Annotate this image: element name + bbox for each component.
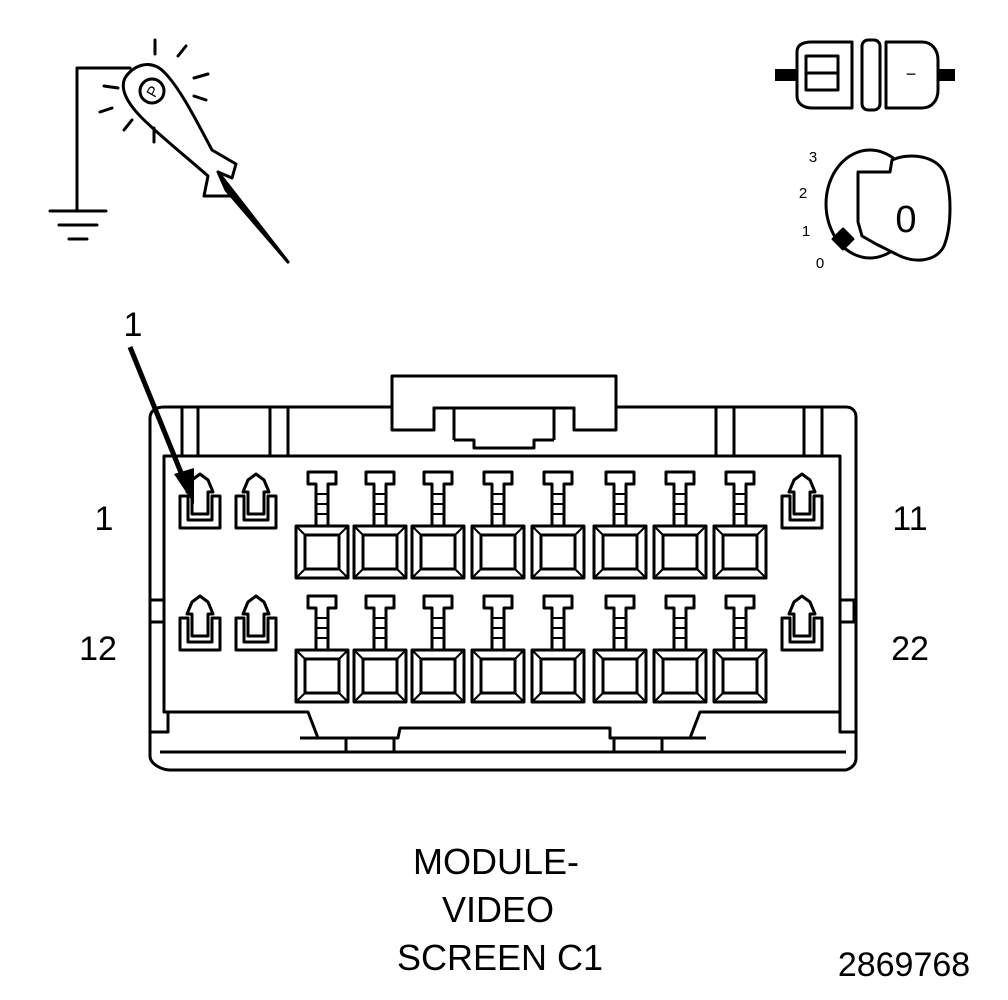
terminal-cavity-2 <box>234 472 278 530</box>
caption-line-3: SCREEN C1 <box>397 937 603 978</box>
test-probe-icon <box>48 38 290 264</box>
ignition-position-3: 3 <box>809 149 817 166</box>
connector-terminals <box>178 470 824 704</box>
battery-terminal-label: − <box>906 64 917 84</box>
terminal-cavity-10 <box>712 470 768 580</box>
terminal-cavity-3 <box>294 470 350 580</box>
pin-label-1: 1 <box>95 500 114 538</box>
ignition-position-2: 2 <box>799 185 807 202</box>
figure-id: 2869768 <box>838 946 970 984</box>
terminal-cavity-18 <box>530 594 586 704</box>
terminal-cavity-9 <box>652 470 708 580</box>
terminal-cavity-20 <box>652 594 708 704</box>
caption-line-2: VIDEO <box>442 889 554 930</box>
battery-disconnect-icon <box>775 38 955 112</box>
ignition-key-label: 0 <box>895 199 916 241</box>
ignition-switch-icon <box>824 148 952 262</box>
terminal-cavity-5 <box>410 470 466 580</box>
terminal-cavity-19 <box>592 594 648 704</box>
terminal-cavity-7 <box>530 470 586 580</box>
pin-label-22: 22 <box>891 630 929 668</box>
ground-symbol-icon <box>48 209 108 241</box>
callout-number: 1 <box>124 306 143 344</box>
terminal-cavity-12 <box>178 594 222 652</box>
terminal-cavity-13 <box>234 594 278 652</box>
pin-label-12: 12 <box>79 630 117 668</box>
terminal-cavity-16 <box>410 594 466 704</box>
terminal-cavity-8 <box>592 470 648 580</box>
probe-light-rays <box>98 38 210 144</box>
terminal-cavity-17 <box>470 594 526 704</box>
terminal-cavity-15 <box>352 594 408 704</box>
terminal-cavity-21 <box>712 594 768 704</box>
callout-arrow <box>127 346 194 504</box>
ignition-position-labels: 3 2 1 0 <box>799 149 824 272</box>
terminal-cavity-11 <box>780 472 824 530</box>
caption-line-1: MODULE- <box>413 841 579 882</box>
pin-label-11: 11 <box>892 500 927 538</box>
ignition-position-1: 1 <box>802 223 810 240</box>
ignition-position-0: 0 <box>816 255 824 272</box>
terminal-cavity-4 <box>352 470 408 580</box>
terminal-cavity-14 <box>294 594 350 704</box>
terminal-cavity-6 <box>470 470 526 580</box>
terminal-cavity-22 <box>780 594 824 652</box>
